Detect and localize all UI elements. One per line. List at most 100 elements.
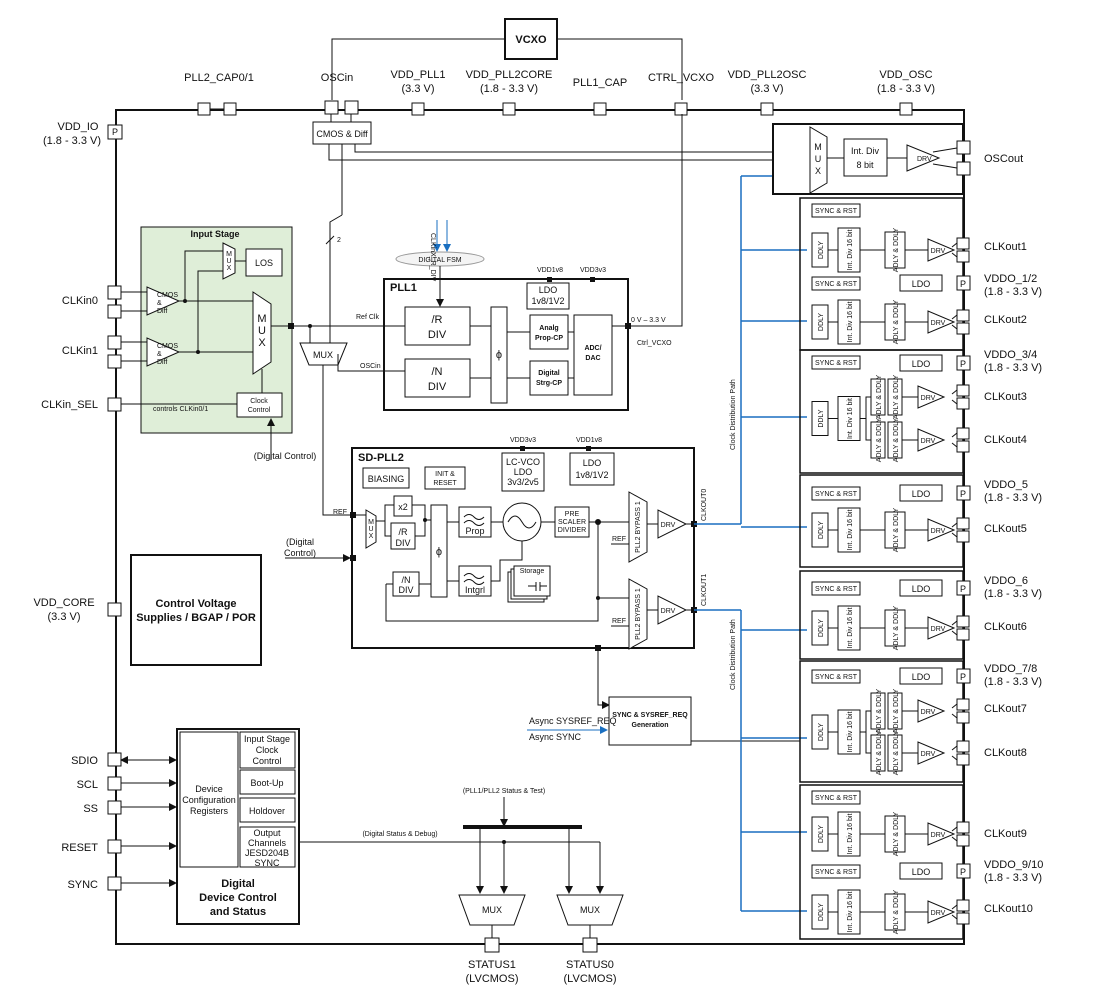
output-labels: CLKout1 CLKout2 CLKout3 CLKout4 CLKout5 … [984,241,1043,915]
svg-text:DAC: DAC [585,355,600,362]
svg-text:Clock: Clock [256,745,279,755]
clkin0-buffer-label: CMOS [157,292,178,299]
svg-text:DRV: DRV [921,395,936,402]
svg-text:0 V – 3.3 V: 0 V – 3.3 V [631,317,666,324]
power-pin [956,485,971,501]
svg-text:2: 2 [337,237,341,244]
output-pin [956,615,970,628]
svg-text:DDLY: DDLY [818,903,825,921]
svg-text:Control Voltage: Control Voltage [155,598,236,610]
svg-text:ADLY & DDLY: ADLY & DDLY [893,374,900,419]
svg-text:and Status: and Status [210,906,266,918]
svg-text:Int. Div: Int. Div [851,146,880,156]
power-pin [956,863,971,879]
svg-text:Int. Div 16 bit: Int. Div 16 bit [847,608,854,649]
svg-text:LDO: LDO [539,285,558,295]
clkout2-label: CLKout2 [984,314,1027,326]
input-stage: Input Stage M U X LOS CMOS & Diff CMOS &… [121,226,317,461]
svg-text:ADLY & DDLY: ADLY & DDLY [893,688,900,733]
svg-text:(1.8 - 3.3 V): (1.8 - 3.3 V) [984,588,1042,600]
svg-text:&: & [157,300,162,307]
svg-text:Async SYNC: Async SYNC [529,732,582,742]
svg-text:Diff: Diff [157,359,167,366]
svg-text:(1.8 - 3.3 V): (1.8 - 3.3 V) [984,286,1042,298]
svg-text:P: P [112,127,118,137]
svg-text:Storage: Storage [520,568,545,575]
svg-text:Int. Div 16 bit: Int. Div 16 bit [847,302,854,343]
left-pins: VDD_IO (1.8 - 3.3 V) P CLKin0 CLKin1 CLK… [33,121,123,891]
svg-text:Ctrl_VCXO: Ctrl_VCXO [637,340,672,347]
svg-text:DDLY: DDLY [818,619,825,637]
svg-text:P: P [960,672,966,682]
svg-text:SCALER: SCALER [558,519,586,526]
svg-text:/R: /R [399,527,409,537]
clkout8-label: CLKout8 [984,747,1027,759]
clock-path-label-1: Clock Distribution Path [730,379,737,450]
svg-text:Boot-Up: Boot-Up [250,778,283,788]
pll1-block: PLL1 VDD1v8 VDD3v3 LDO 1v8/1V2 DIGITAL F… [294,114,683,411]
svg-text:U: U [258,325,266,337]
clock-path-label-2: Clock Distribution Path [730,619,737,690]
svg-text:ADLY & DDLY: ADLY & DDLY [876,417,883,462]
svg-text:Device: Device [195,784,223,794]
svg-text:Prop: Prop [465,526,484,536]
svg-text:Control): Control) [284,548,316,558]
sync-label: SYNC [67,879,98,891]
svg-text:Int. Div 16 bit: Int. Div 16 bit [847,814,854,855]
output-pin [956,530,970,543]
sd-pll2-block: SD-PLL2 VDD3v3 VDD1v8 BIASING INIT & RES… [284,437,708,709]
svg-text:DDLY: DDLY [818,313,825,331]
svg-text:OSCin: OSCin [360,363,381,370]
clkout4-label: CLKout4 [984,434,1027,446]
svg-text:LDO: LDO [912,584,931,594]
svg-text:LC-VCO: LC-VCO [506,457,540,467]
svg-text:LDO: LDO [583,458,602,468]
output-pin [956,834,970,847]
vdd-osc-label: VDD_OSC [879,69,932,81]
svg-text:MUX: MUX [580,905,600,915]
svg-text:(Digital Control): (Digital Control) [254,451,317,461]
svg-text:Digital: Digital [538,370,559,377]
svg-text:DRV: DRV [921,709,936,716]
digital-control-block: Device Configuration Registers Input Sta… [120,728,600,925]
svg-text:PLL2 BYPASS 1: PLL2 BYPASS 1 [635,588,642,640]
svg-text:DRV: DRV [917,156,932,163]
svg-text:VDD3v3: VDD3v3 [580,267,606,274]
svg-text:M: M [368,519,374,526]
svg-text:INIT &: INIT & [435,471,455,478]
top-pins: PLL2_CAP0/1 OSCin VDD_PLL1 (3.3 V) VDD_P… [184,69,935,116]
ldo-box [899,354,943,372]
output-pin [956,753,970,766]
svg-text:DDLY: DDLY [818,409,825,427]
svg-text:VDD1v8: VDD1v8 [576,437,602,444]
ctrl-vcxo-label: CTRL_VCXO [648,72,714,84]
svg-text:ϕ: ϕ [496,349,502,361]
svg-text:LDO: LDO [514,467,533,477]
clkout1-label: CLKout1 [984,241,1027,253]
svg-text:U: U [226,258,231,265]
vcxo-block: VCXO [331,18,683,100]
svg-text:DRV: DRV [921,438,936,445]
svg-text:Device Control: Device Control [199,892,277,904]
sync-rst-box [811,790,861,805]
svg-text:U: U [815,154,822,164]
svg-text:X: X [369,533,374,540]
svg-text:REF: REF [612,618,626,625]
svg-text:ADLY & DDLY: ADLY & DDLY [893,605,900,650]
svg-text:LDO: LDO [912,359,931,369]
vddo-34-label: VDDO_3/4 [984,349,1037,361]
ss-label: SS [83,803,98,815]
output-pin [956,899,970,912]
svg-text:(LVCMOS): (LVCMOS) [466,973,519,985]
svg-text:(3.3 V): (3.3 V) [401,83,434,95]
svg-text:SYNC & RST: SYNC & RST [815,674,858,681]
svg-text:(1.8 - 3.3 V): (1.8 - 3.3 V) [43,135,101,147]
svg-text:SYNC & RST: SYNC & RST [815,208,858,215]
svg-text:ADLY & DDLY: ADLY & DDLY [893,811,900,856]
sync-rst-box [811,276,861,291]
svg-text:LDO: LDO [912,489,931,499]
clkin0-label: CLKin0 [62,295,98,307]
input-stage-title: Input Stage [191,229,240,239]
vddo-6-label: VDDO_6 [984,575,1028,587]
